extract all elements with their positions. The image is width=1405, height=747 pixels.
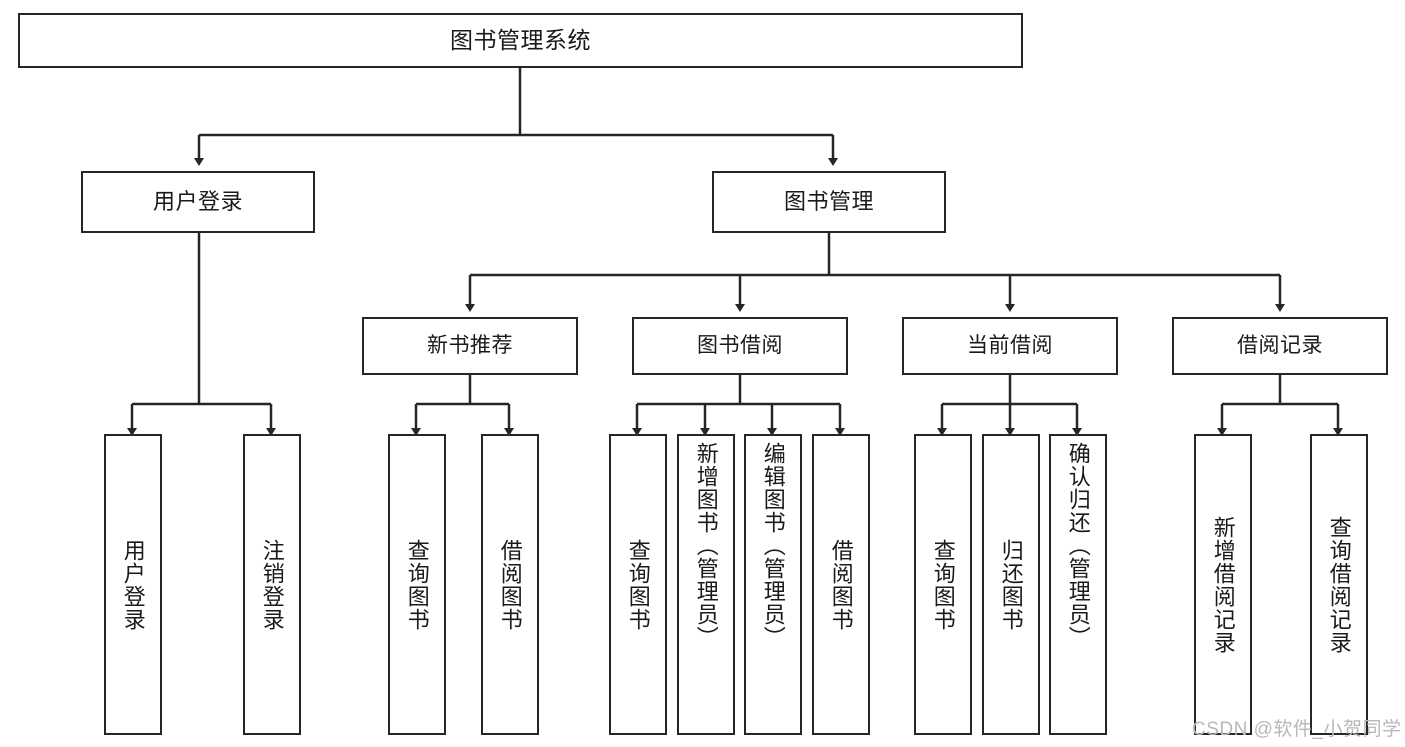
node-label: 用户登录 [152,189,243,215]
leaf-query-borrow-record[interactable]: 查询借阅记录 [1310,434,1368,735]
leaf-borrow-book-recommend[interactable]: 借阅图书 [481,434,539,735]
node-label: 新增借阅记录 [1210,515,1236,654]
node-root-system[interactable]: 图书管理系统 [18,13,1023,68]
watermark-text: CSDN @软件_小贺同学 [1192,719,1402,740]
node-label: 注销登录 [259,538,285,631]
leaf-return-book[interactable]: 归还图书 [982,434,1040,735]
node-label: 查询借阅记录 [1326,515,1352,654]
node-user-login[interactable]: 用户登录 [81,171,315,233]
node-label: 新增图书（管理员） [693,442,719,649]
node-label: 借阅图书 [497,538,523,631]
node-label: 确认归还（管理员） [1065,442,1091,649]
leaf-query-book-current[interactable]: 查询图书 [914,434,972,735]
node-borrow-records[interactable]: 借阅记录 [1172,317,1388,375]
node-book-borrow[interactable]: 图书借阅 [632,317,848,375]
node-new-book-recommend[interactable]: 新书推荐 [362,317,578,375]
leaf-user-login[interactable]: 用户登录 [104,434,162,735]
leaf-edit-book-admin[interactable]: 编辑图书（管理员） [744,434,802,735]
node-label: 用户登录 [120,538,146,631]
node-label: 查询图书 [930,538,956,631]
node-label: 当前借阅 [967,333,1053,357]
node-label: 查询图书 [404,538,430,631]
leaf-query-book-recommend[interactable]: 查询图书 [388,434,446,735]
leaf-confirm-return-admin[interactable]: 确认归还（管理员） [1049,434,1107,735]
leaf-add-book-admin[interactable]: 新增图书（管理员） [677,434,735,735]
node-current-borrow[interactable]: 当前借阅 [902,317,1118,375]
leaf-add-borrow-record[interactable]: 新增借阅记录 [1194,434,1252,735]
node-label: 图书管理 [783,189,874,215]
leaf-query-book-borrow[interactable]: 查询图书 [609,434,667,735]
node-label: 归还图书 [998,538,1024,631]
node-label: 编辑图书（管理员） [760,442,786,649]
node-label: 借阅图书 [828,538,854,631]
node-label: 借阅记录 [1237,333,1323,357]
node-label: 查询图书 [625,538,651,631]
node-book-management[interactable]: 图书管理 [712,171,946,233]
node-label: 图书管理系统 [450,27,591,54]
node-label: 图书借阅 [697,333,783,357]
node-label: 新书推荐 [427,333,513,357]
leaf-logout[interactable]: 注销登录 [243,434,301,735]
leaf-borrow-book[interactable]: 借阅图书 [812,434,870,735]
